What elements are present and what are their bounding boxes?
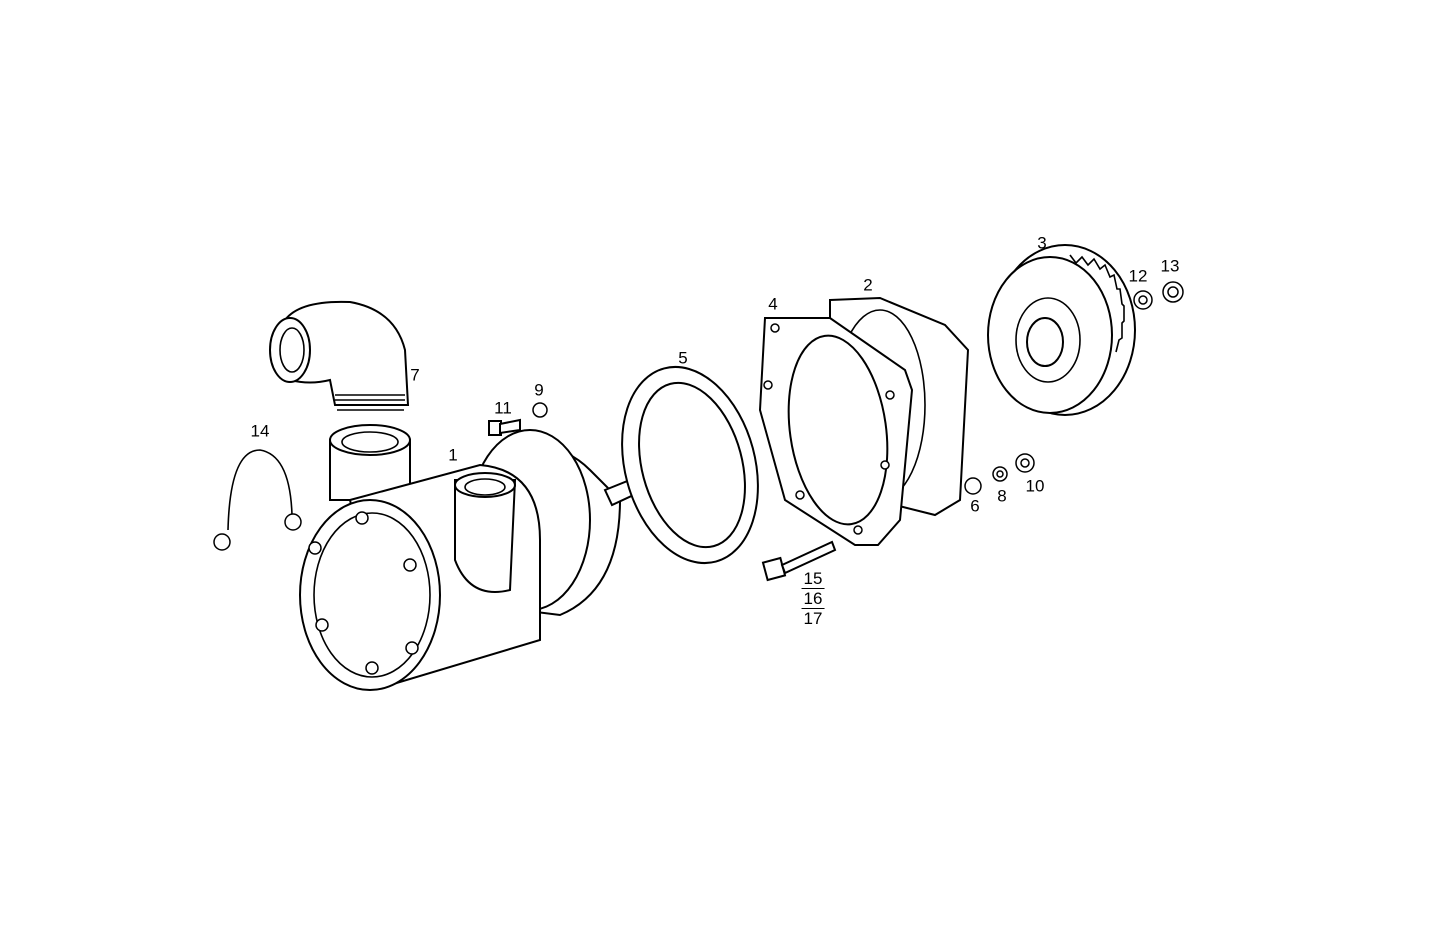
part-6-sleeve — [964, 477, 982, 495]
part-9-washer — [532, 402, 548, 418]
part-7-elbow — [269, 300, 410, 411]
label-part-12: 12 — [1128, 266, 1148, 286]
label-part-11: 11 — [494, 398, 512, 418]
part-11-bolt — [488, 418, 521, 436]
label-part-9: 9 — [534, 380, 544, 400]
label-bolt-15-16-17: 15 16 17 — [801, 569, 825, 628]
label-part-16: 16 — [801, 589, 825, 609]
part-1-pump-body — [299, 429, 642, 691]
label-part-8: 8 — [997, 486, 1007, 506]
part-3-gear — [987, 244, 1136, 416]
label-part-17: 17 — [803, 609, 823, 628]
label-part-14: 14 — [250, 421, 270, 441]
label-part-15: 15 — [801, 569, 825, 589]
label-part-5: 5 — [678, 348, 688, 368]
part-5-gasket — [621, 365, 759, 565]
label-part-1: 1 — [448, 445, 458, 465]
label-part-7: 7 — [410, 365, 420, 385]
label-part-3: 3 — [1037, 233, 1047, 253]
label-part-10: 10 — [1025, 476, 1045, 496]
part-14-ground-cable — [213, 449, 302, 551]
pipe-fitting — [329, 424, 411, 501]
label-part-4: 4 — [768, 294, 778, 314]
label-part-2: 2 — [863, 275, 873, 295]
label-part-6: 6 — [970, 496, 980, 516]
part-15-bolt — [761, 540, 837, 582]
part-4-flange-plate — [758, 317, 914, 546]
label-part-13: 13 — [1160, 256, 1180, 276]
